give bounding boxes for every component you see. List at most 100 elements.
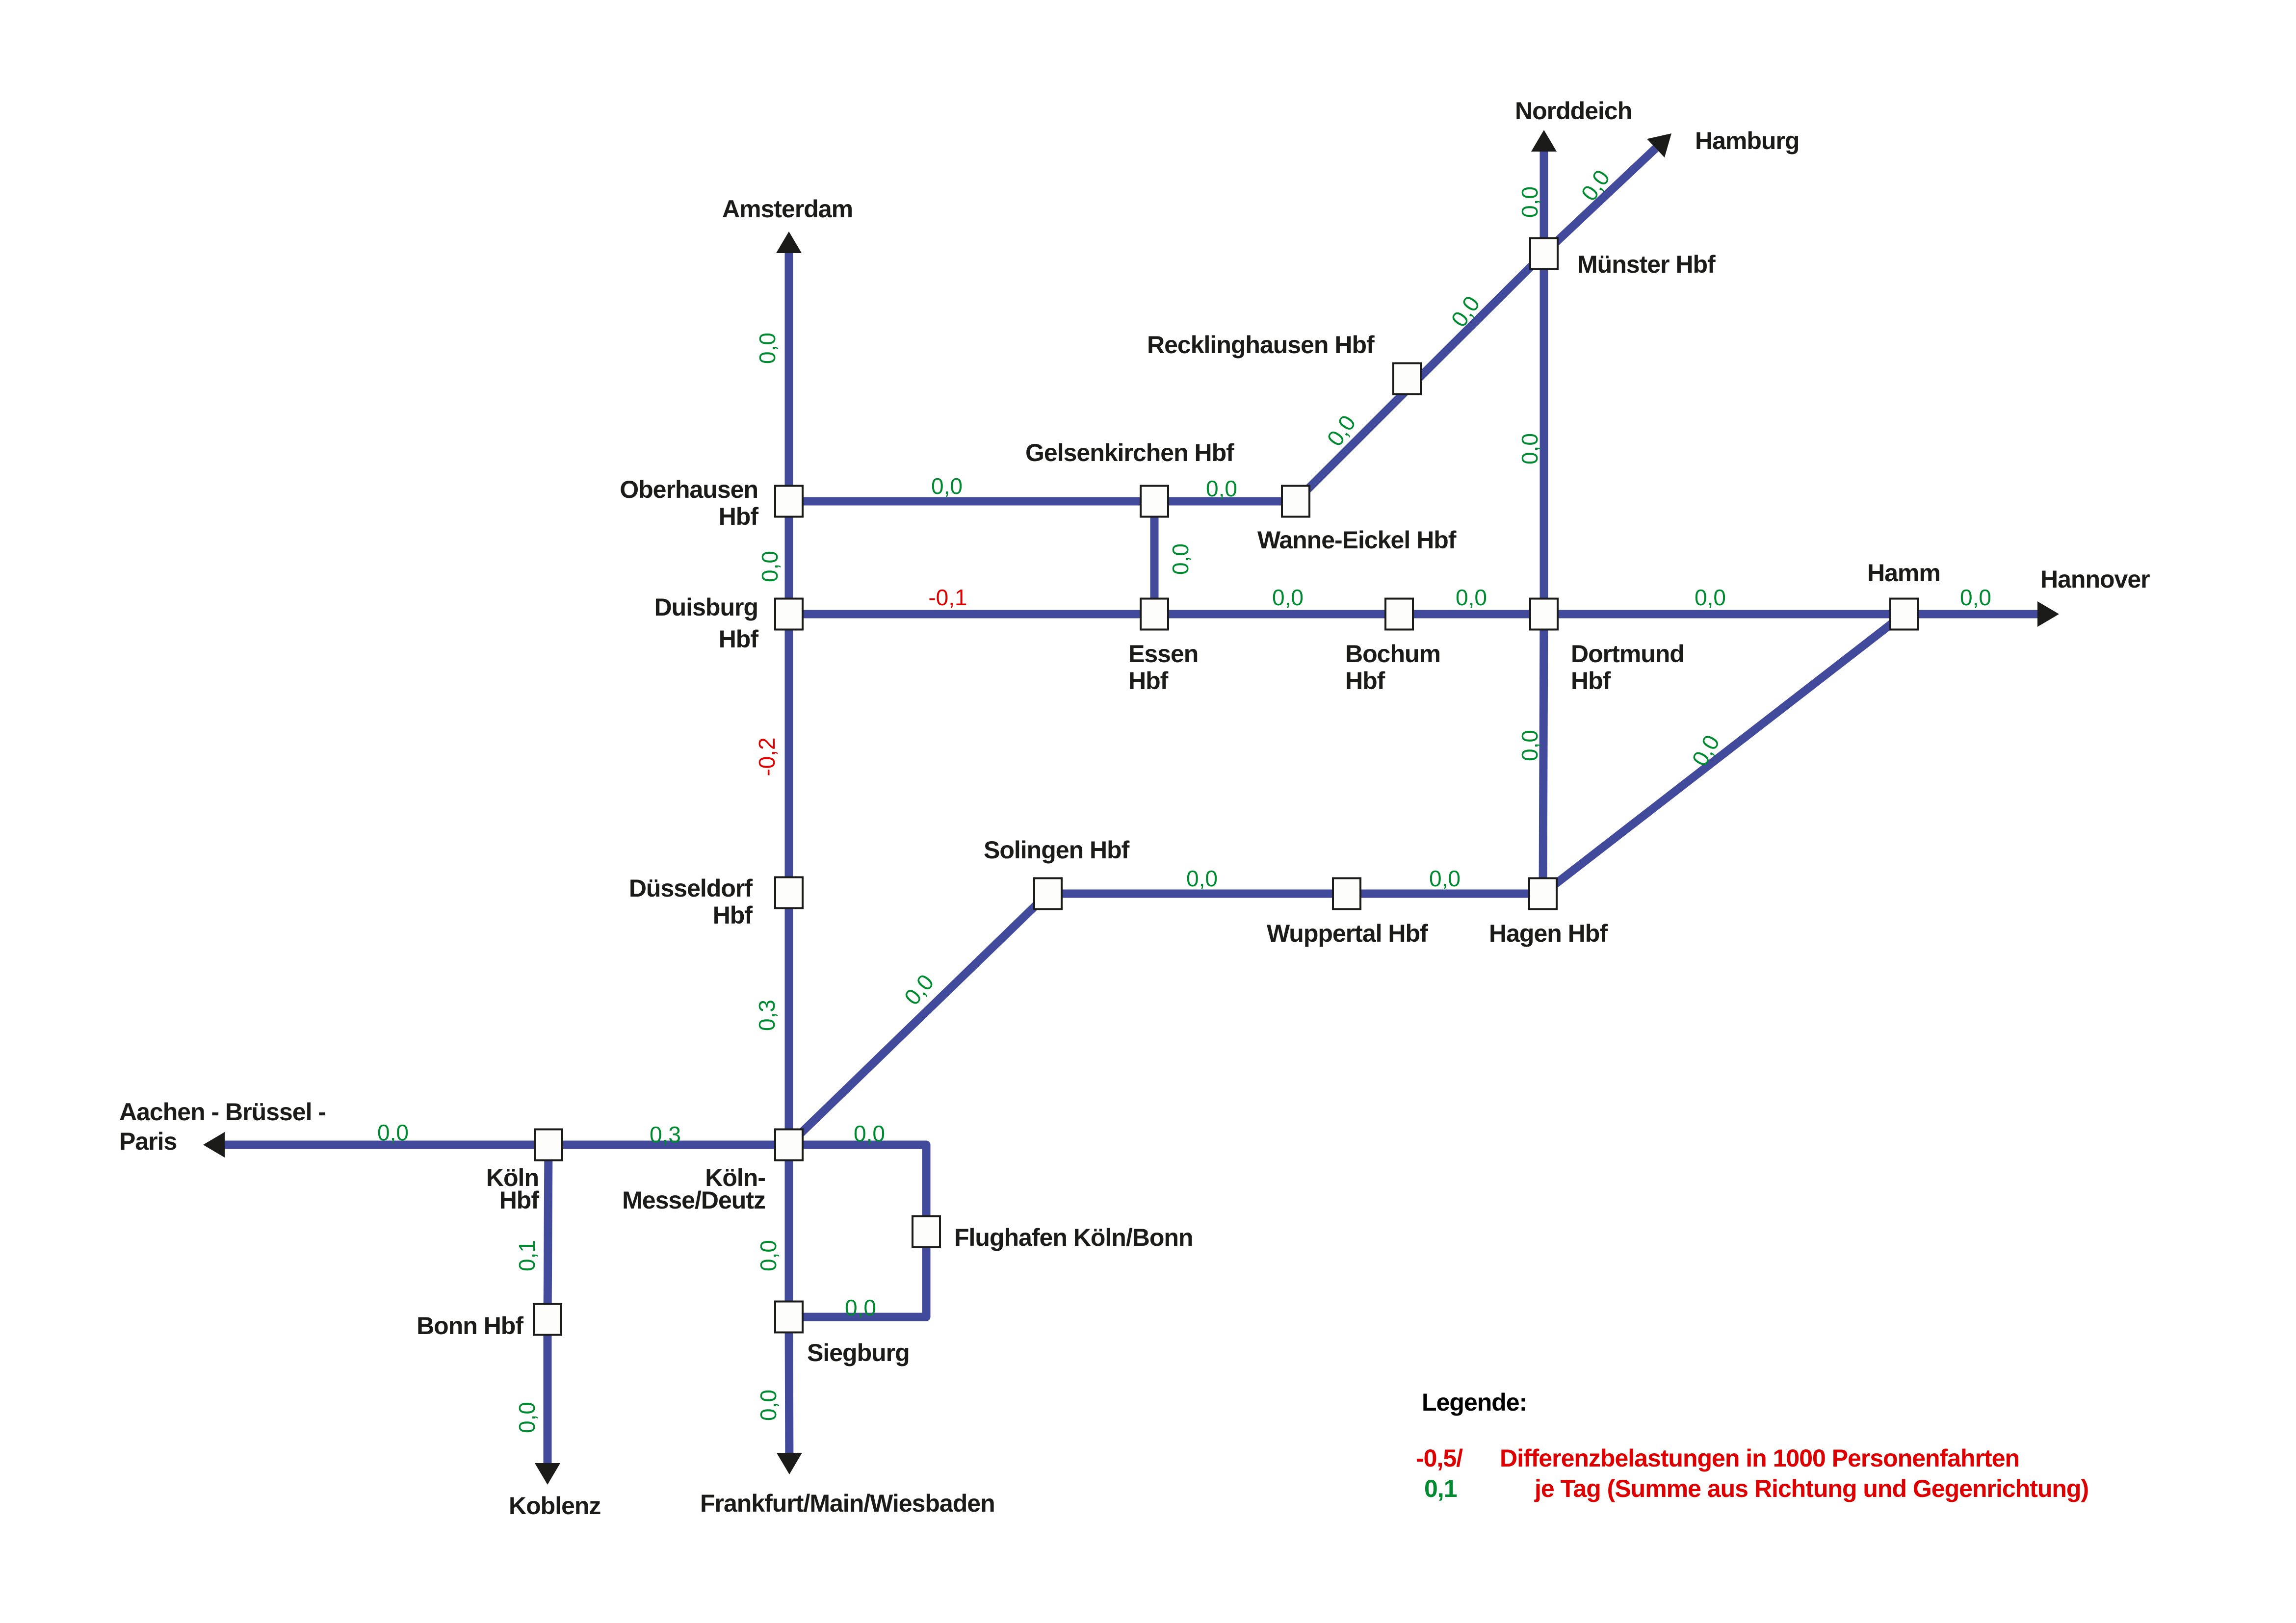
station-node-solingen[interactable] (1033, 877, 1063, 910)
rail-line-dortmund-hagen (1539, 614, 1548, 894)
destination-label-koblenz: Koblenz (509, 1492, 600, 1520)
station-labels: OberhausenHbfDuisburgHbfDüsseldorfHbfKöl… (119, 97, 2150, 1520)
station-node-koeln_messe[interactable] (774, 1128, 804, 1161)
edge-value-wuppertal-hagen: 0,0 (1429, 866, 1461, 891)
station-label-bochum-line-2: Hbf (1345, 667, 1385, 695)
station-label-hagen: Hagen Hbf (1489, 920, 1608, 947)
station-label-oberhausen-line-1: Oberhausen (620, 476, 758, 503)
station-node-flughafen[interactable] (912, 1215, 941, 1248)
station-label-bochum-line-1: Bochum (1345, 640, 1440, 668)
legend-negative-example: -0,5/ (1416, 1444, 1463, 1472)
destination-label-frankfurt: Frankfurt/Main/Wiesbaden (700, 1490, 995, 1517)
station-label-koeln_messe-line-1: Köln- (705, 1164, 765, 1191)
station-node-muenster[interactable] (1529, 237, 1559, 270)
edge-value-flughafen-siegburg: 0,0 (845, 1295, 876, 1320)
rail-line-hagen-hamm (1540, 611, 1907, 897)
rail-line-koeln_messe-solingen (786, 890, 1051, 1148)
arrow-amsterdam-icon (776, 232, 802, 253)
destination-label-aachen-line-1: Aachen - Brüssel - (119, 1098, 326, 1126)
arrow-hannover-icon (2037, 601, 2059, 627)
arrow-hamburg-icon (1647, 133, 1671, 158)
station-label-koeln_hbf-line-2: Hbf (499, 1186, 540, 1214)
station-node-recklinghausen[interactable] (1392, 362, 1422, 395)
station-node-hamm[interactable] (1889, 597, 1919, 631)
station-node-oberhausen[interactable] (774, 485, 804, 518)
edge-value-gelsenkirchen-wanne: 0,0 (1206, 476, 1237, 501)
edge-value-dortmund-hamm: 0,0 (1695, 585, 1726, 610)
edge-value-solingen-wuppertal: 0,0 (1186, 866, 1218, 891)
destination-label-hamburg: Hamburg (1695, 127, 1799, 155)
edge-value-duesseldorf-koeln_messe: 0,3 (754, 1000, 780, 1031)
station-node-duisburg[interactable] (774, 597, 804, 631)
station-node-siegburg[interactable] (774, 1300, 804, 1334)
destination-label-amsterdam: Amsterdam (722, 195, 853, 223)
station-label-koeln_hbf-line-1: Köln (486, 1164, 539, 1191)
station-label-dortmund-line-1: Dortmund (1571, 640, 1684, 668)
edge-value-duisburg-duesseldorf: -0,2 (754, 737, 780, 776)
station-label-duisburg-line-1: Duisburg (654, 593, 758, 621)
station-label-oberhausen-line-2: Hbf (719, 503, 759, 530)
station-label-wuppertal: Wuppertal Hbf (1267, 920, 1428, 947)
station-nodes (533, 237, 1919, 1336)
station-label-solingen: Solingen Hbf (984, 836, 1130, 864)
station-node-wuppertal[interactable] (1332, 877, 1361, 910)
rail-line-recklinghausen-muenster (1415, 250, 1547, 382)
station-label-bonn: Bonn Hbf (417, 1312, 523, 1340)
destination-label-aachen-line-2: Paris (119, 1128, 177, 1155)
rail-line-wanne-recklinghausen (1292, 375, 1422, 505)
rail-line-flughafen-siegburg (789, 1232, 931, 1321)
edge-value-muenster-hamburg: 0,0 (1576, 165, 1615, 206)
station-label-duesseldorf-line-1: Düsseldorf (629, 875, 753, 902)
edge-value-koeln_hbf-bonn: 0,1 (514, 1240, 540, 1271)
arrow-frankfurt-icon (776, 1452, 802, 1474)
station-node-bonn[interactable] (533, 1303, 562, 1336)
edge-value-koeln_messe-flughafen: 0,0 (854, 1121, 885, 1146)
edge-value-oberhausen-duisburg: 0,0 (757, 551, 783, 582)
edge-value-hagen-hamm: 0,0 (1687, 730, 1724, 770)
legend-line-2: je Tag (Summe aus Richtung und Gegenrich… (1534, 1475, 2088, 1502)
edge-value-essen-bochum: 0,0 (1272, 585, 1304, 610)
station-label-duesseldorf-line-2: Hbf (713, 902, 753, 929)
arrow-aachen-icon (203, 1132, 225, 1158)
station-label-wanne: Wanne-Eickel Hbf (1257, 526, 1457, 554)
edge-value-bonn-koblenz: 0,0 (514, 1402, 540, 1433)
station-label-dortmund-line-2: Hbf (1571, 667, 1611, 695)
station-node-gelsenkirchen[interactable] (1140, 485, 1169, 518)
edge-value-dortmund-hagen: 0,0 (1517, 730, 1542, 761)
edge-value-recklinghausen-muenster: 0,0 (1446, 291, 1485, 332)
legend-positive-example: 0,1 (1424, 1475, 1457, 1502)
legend-title: Legende: (1422, 1389, 1527, 1416)
destination-arrows (203, 130, 2059, 1485)
edge-value-koeln_hbf-koeln_messe: 0,3 (650, 1122, 681, 1147)
station-label-flughafen: Flughafen Köln/Bonn (954, 1224, 1193, 1251)
rail-line-koeln_messe-flughafen (789, 1140, 931, 1232)
edge-value-oberhausen-amsterdam: 0,0 (755, 333, 780, 364)
station-label-koeln_messe-line-2: Messe/Deutz (622, 1186, 765, 1214)
edge-value-koeln_messe-siegburg: 0,0 (756, 1240, 781, 1271)
edge-value-bochum-dortmund: 0,0 (1456, 585, 1487, 610)
arrow-norddeich-icon (1531, 130, 1557, 152)
edge-value-muenster-dortmund: 0,0 (1517, 433, 1542, 464)
station-node-essen[interactable] (1140, 597, 1169, 631)
edge-value-koeln_hbf-aachen: 0,0 (377, 1120, 409, 1145)
station-label-gelsenkirchen: Gelsenkirchen Hbf (1025, 439, 1234, 466)
station-node-duesseldorf[interactable] (774, 876, 804, 909)
station-label-essen-line-1: Essen (1128, 640, 1198, 668)
edge-value-siegburg-frankfurt: 0,0 (756, 1390, 781, 1421)
station-node-wanne[interactable] (1281, 485, 1310, 518)
station-label-duisburg-line-2: Hbf (719, 625, 759, 653)
station-node-koeln_hbf[interactable] (534, 1128, 563, 1161)
station-label-siegburg: Siegburg (807, 1339, 910, 1366)
station-label-recklinghausen: Recklinghausen Hbf (1147, 331, 1375, 359)
edge-value-oberhausen-gelsenkirchen: 0,0 (931, 473, 963, 499)
arrow-koblenz-icon (535, 1463, 560, 1485)
rail-line-muenster-hamburg (1541, 145, 1659, 257)
station-node-hagen[interactable] (1528, 877, 1558, 910)
station-node-bochum[interactable] (1384, 597, 1414, 631)
edge-value-gelsenkirchen-essen: 0,0 (1168, 543, 1193, 575)
edge-value-hamm-hannover: 0,0 (1960, 585, 1991, 610)
station-node-dortmund[interactable] (1529, 597, 1559, 631)
destination-label-hannover: Hannover (2040, 566, 2150, 593)
